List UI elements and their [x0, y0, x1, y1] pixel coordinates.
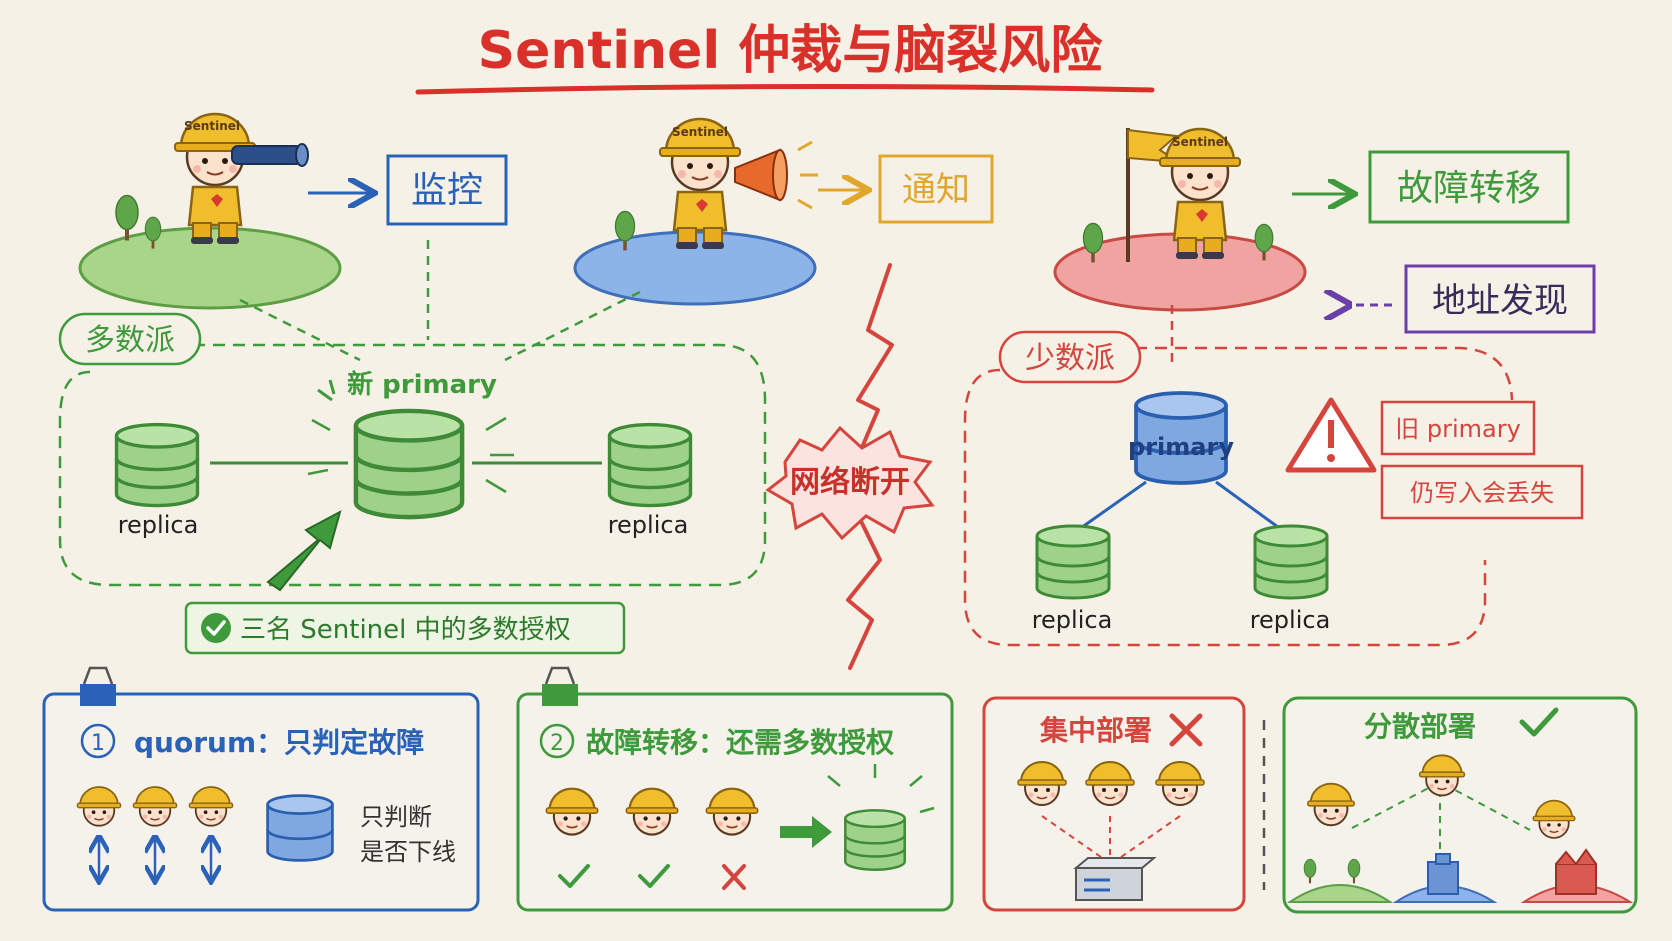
failover-auth-number: 2 — [550, 731, 564, 756]
notify-box: 通知 — [878, 154, 994, 224]
warn-box-2 — [1380, 464, 1584, 520]
check-icon — [1519, 707, 1559, 737]
panel-failover-auth: 2 故障转移：还需多数授权 — [516, 666, 954, 912]
replica-right-label: replica — [608, 511, 689, 539]
warn-line-2: 仍写入会丢失 — [1410, 479, 1554, 507]
replica-right-db — [607, 422, 693, 508]
replica-left-label: replica — [118, 511, 199, 539]
binder-clip-icon — [80, 666, 116, 706]
notify-sentinel: Sentinel — [573, 117, 818, 306]
panel-centralized: 集中部署 — [982, 696, 1246, 912]
promotion-arrow — [266, 510, 342, 592]
auth-note: 三名 Sentinel 中的多数授权 — [184, 601, 626, 655]
check-icon — [638, 864, 670, 888]
failover-label: 故障转移 — [1397, 168, 1541, 209]
link-old-right — [1215, 480, 1283, 532]
discovery-label: 地址发现 — [1432, 281, 1568, 321]
megaphone-icon — [734, 140, 818, 210]
binder-clip-icon — [542, 666, 578, 706]
warn-line-1: 旧 primary — [1395, 415, 1521, 443]
distributed-title: 分散部署 — [1364, 710, 1476, 743]
monitor-sentinel: Sentinel — [78, 112, 342, 310]
auth-note-text: 三名 Sentinel 中的多数授权 — [240, 615, 571, 645]
shared-host-links — [1041, 815, 1181, 863]
notify-label: 通知 — [902, 170, 970, 210]
quorum-note-line1: 只判断 — [360, 803, 432, 831]
server-icon — [1073, 857, 1157, 901]
new-primary-label: 新 primary — [347, 369, 497, 400]
discovery-box: 地址发现 — [1404, 264, 1596, 334]
warn-box-1 — [1380, 400, 1536, 456]
check-icon — [558, 864, 590, 888]
flag-icon — [1126, 128, 1182, 262]
centralized-title: 集中部署 — [1039, 714, 1152, 747]
majority-label: 多数派 — [85, 323, 175, 358]
page-title: Sentinel 仲裁与脑裂风险 — [478, 21, 1104, 81]
quorum-number: 1 — [91, 731, 105, 756]
quorum-db — [266, 794, 334, 862]
panel-distributed: 分散部署 — [1282, 696, 1638, 914]
check-circle-icon — [201, 613, 231, 643]
quorum-note-line2: 是否下线 — [360, 838, 456, 866]
old-primary-label: primary — [1128, 433, 1234, 461]
minority-replica-left-label: replica — [1032, 606, 1113, 634]
monitor-label: 监控 — [411, 170, 483, 211]
db-sparkles — [827, 764, 935, 814]
helmet-label: Sentinel — [672, 125, 728, 139]
replica-left-db — [114, 422, 200, 508]
hill-green — [1286, 884, 1394, 903]
monitor-box: 监控 — [386, 154, 508, 226]
majority-group: 多数派 新 primary replica replica — [58, 312, 767, 592]
helmet-label: Sentinel — [184, 119, 240, 133]
quorum-title: quorum：只判定故障 — [134, 726, 424, 759]
failover-box: 故障转移 — [1368, 150, 1570, 224]
binoculars-icon — [231, 143, 309, 167]
monitor-to-primary-line — [239, 298, 361, 362]
minority-replica-left-db — [1035, 524, 1111, 600]
helmet-label: Sentinel — [1172, 135, 1228, 149]
cross-icon — [1169, 713, 1203, 747]
minority-replica-right-label: replica — [1250, 606, 1331, 634]
notify-to-primary-line — [504, 290, 641, 362]
minority-replica-right-db — [1253, 524, 1329, 600]
elected-db — [843, 808, 907, 872]
cross-icon — [722, 864, 746, 890]
link-old-left — [1077, 480, 1147, 532]
warning-icon — [1285, 397, 1377, 473]
panel-quorum: 1 quorum：只判定故障 只判断 是否下线 — [42, 666, 480, 912]
building-icon — [1427, 853, 1459, 895]
new-primary-db — [356, 411, 462, 517]
partition-bolt-top — [856, 263, 894, 454]
new-primary-marker — [317, 379, 336, 402]
vote-arrow — [780, 816, 832, 848]
partition-bolt-bottom — [846, 513, 882, 670]
primary-sparkles — [307, 416, 514, 494]
failover-auth-title: 故障转移：还需多数授权 — [586, 726, 894, 759]
title-underline — [415, 83, 1155, 95]
partition-label: 网络断开 — [790, 465, 910, 500]
partition-burst: 网络断开 — [765, 425, 935, 541]
building-icon — [1555, 848, 1597, 895]
minority-group: 少数派 primary replica replica 旧 primary 仍写… — [963, 330, 1584, 647]
minority-label: 少数派 — [1025, 341, 1115, 376]
failover-sentinel: Sentinel — [1053, 127, 1307, 312]
